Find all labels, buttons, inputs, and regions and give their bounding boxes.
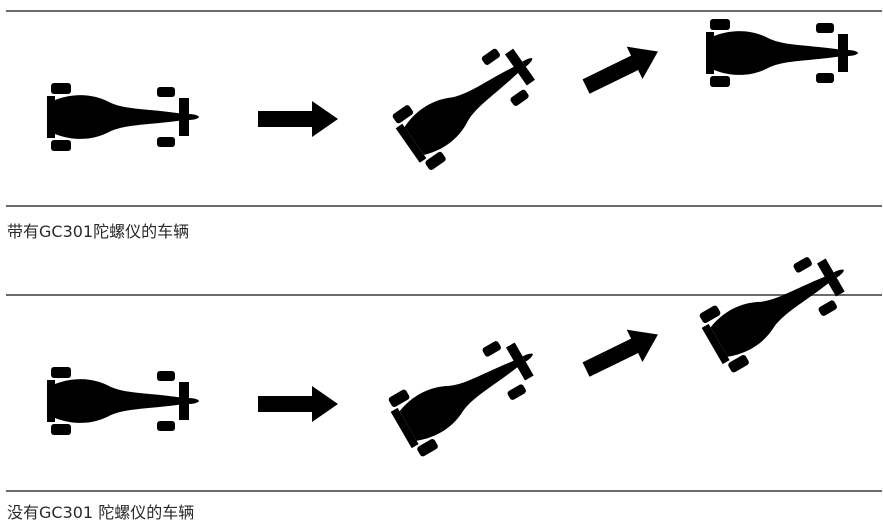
- arrow-icon: [578, 35, 666, 103]
- panel-without-gyro: [47, 240, 861, 460]
- caption-without-gyro: 没有GC301 陀螺仪的车辆: [7, 503, 195, 522]
- arrow-icon: [258, 101, 338, 137]
- race-car-icon: [47, 83, 199, 151]
- arrow-icon: [578, 318, 666, 386]
- top-divider-3: [6, 294, 882, 296]
- race-car-icon: [384, 324, 550, 460]
- top-divider-2: [6, 205, 882, 207]
- race-car-icon: [706, 19, 858, 87]
- race-car-icon: [388, 30, 552, 174]
- top-divider-4: [6, 490, 882, 492]
- caption-with-gyro: 带有GC301陀螺仪的车辆: [7, 222, 190, 241]
- top-divider-1: [6, 10, 882, 12]
- race-car-icon: [47, 367, 199, 435]
- panel-with-gyro: [47, 19, 858, 174]
- arrow-icon: [258, 386, 338, 422]
- race-car-icon: [695, 240, 861, 376]
